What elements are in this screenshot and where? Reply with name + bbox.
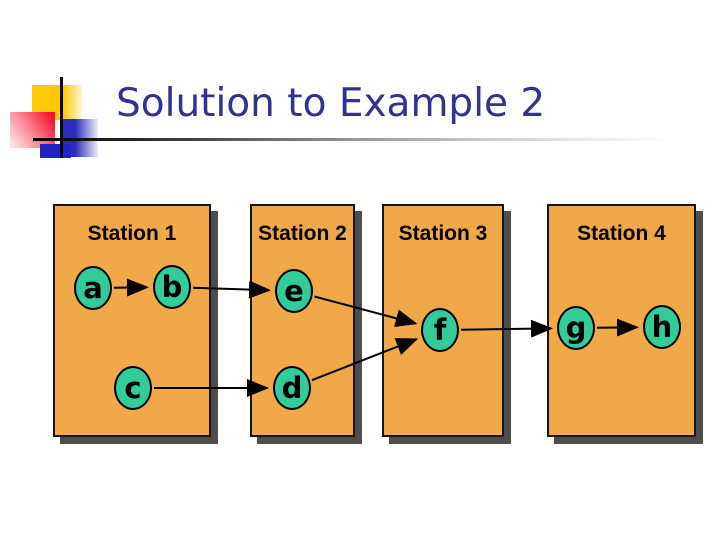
task-node-a: a	[74, 266, 112, 310]
task-node-b: b	[153, 265, 191, 309]
deco-vertical-line	[60, 77, 63, 158]
station-label-2: Station 2	[258, 222, 347, 245]
slide-title: Solution to Example 2	[116, 81, 546, 126]
station-label-4: Station 4	[577, 222, 666, 245]
task-node-d: d	[273, 366, 311, 410]
task-node-h: h	[643, 305, 681, 349]
task-node-g: g	[557, 306, 595, 350]
station-label-1: Station 1	[87, 222, 177, 245]
station-label-3: Station 3	[398, 222, 488, 245]
deco-blue-square-small	[40, 144, 71, 158]
deco-red-square	[10, 112, 55, 148]
task-node-f: f	[421, 308, 459, 352]
title-underline-rule	[33, 138, 670, 141]
task-node-c: c	[114, 366, 152, 410]
task-node-e: e	[275, 269, 313, 313]
